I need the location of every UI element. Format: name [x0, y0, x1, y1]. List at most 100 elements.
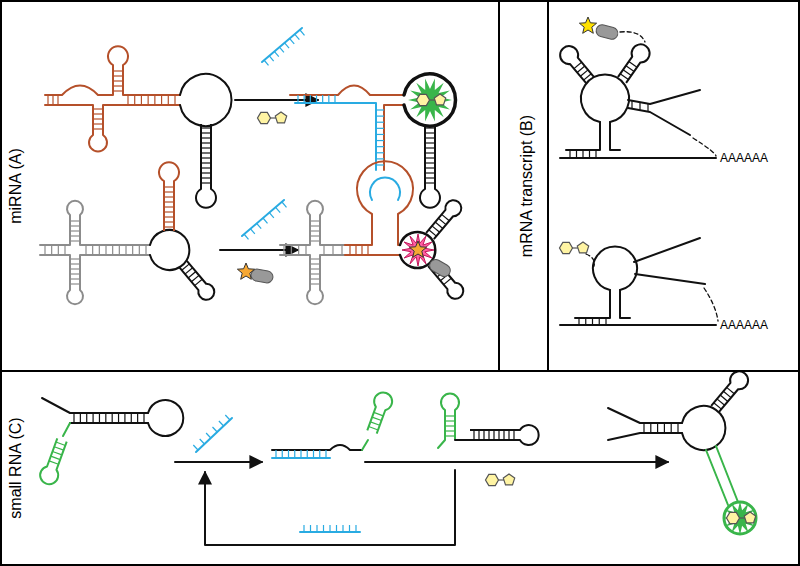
strand	[40, 244, 150, 246]
panel: mRNA transcript (B)	[498, 0, 800, 372]
hairpin-stem	[67, 201, 83, 245]
base-pair	[70, 278, 80, 279]
ligand	[258, 112, 287, 124]
hairpin	[307, 255, 323, 304]
panel: miRNA (A)	[0, 0, 500, 372]
base-pair	[148, 95, 149, 105]
base-pair	[319, 450, 320, 458]
base-pair	[134, 95, 135, 105]
base-pair	[478, 430, 479, 440]
strand	[610, 122, 620, 150]
base-pair	[269, 56, 274, 61]
base-pair	[279, 47, 284, 52]
base-pair	[131, 413, 132, 423]
hairpin-stem	[441, 394, 459, 440]
strand	[196, 418, 232, 452]
base-pair	[92, 245, 93, 255]
base-pair	[93, 123, 103, 124]
strand	[593, 247, 637, 290]
strand	[280, 244, 345, 246]
base-pair	[303, 525, 304, 532]
strand	[704, 288, 718, 321]
base-pair	[206, 433, 211, 438]
base-pair	[112, 413, 113, 423]
hairpin	[424, 197, 465, 241]
base-pair	[310, 225, 320, 226]
base-pair	[574, 62, 582, 68]
hairpin	[196, 124, 216, 208]
strand	[628, 90, 700, 104]
base-pair	[86, 413, 87, 423]
base-pair	[376, 116, 384, 117]
base-pair	[145, 245, 146, 255]
base-pair	[723, 391, 731, 397]
base-pair	[435, 222, 443, 228]
base-pair	[310, 95, 311, 103]
base-pair	[310, 525, 311, 532]
base-pair	[274, 51, 279, 56]
strand	[148, 400, 183, 436]
strand	[45, 104, 93, 106]
base-pair	[201, 132, 211, 133]
hairpin	[470, 425, 539, 445]
base-pair	[493, 430, 494, 440]
hairpin-stem	[615, 41, 654, 85]
base-pair	[127, 95, 128, 105]
base-pair	[370, 422, 379, 425]
base-pair	[93, 128, 103, 129]
hairpin-stem	[307, 201, 323, 245]
strand	[682, 406, 725, 450]
hairpin-stem	[38, 437, 71, 487]
hairpin	[615, 41, 654, 85]
base-pair	[70, 235, 80, 236]
hairpin-stem	[177, 259, 218, 303]
strand	[560, 324, 716, 326]
base-pair	[310, 240, 320, 241]
signal-ring	[724, 502, 756, 534]
hairpin-stem	[108, 46, 128, 95]
base-pair	[376, 134, 384, 135]
base-pair	[376, 152, 384, 153]
base-pair	[201, 127, 211, 128]
base-pair	[513, 430, 514, 440]
base-pair	[139, 245, 140, 255]
base-pair	[113, 90, 123, 91]
strand	[290, 86, 404, 96]
base-pair	[56, 442, 65, 445]
strand	[575, 290, 610, 318]
base-pair	[93, 113, 103, 114]
base-pair	[445, 415, 455, 416]
base-pair	[355, 245, 356, 255]
base-pair	[164, 191, 174, 192]
hairpin	[159, 162, 179, 231]
base-pair	[329, 525, 330, 532]
strand	[272, 445, 362, 450]
base-pair	[93, 118, 103, 119]
base-pair	[191, 275, 199, 281]
base-pair	[92, 413, 93, 423]
base-pair	[589, 150, 590, 158]
base-pair	[185, 268, 193, 274]
base-pair	[376, 164, 384, 165]
base-pair	[250, 229, 255, 234]
hairpin-stem	[364, 390, 395, 435]
base-pair	[323, 245, 324, 255]
base-pair	[584, 74, 592, 80]
base-pair	[322, 95, 323, 103]
base-pair	[473, 430, 474, 440]
strand	[693, 138, 716, 156]
base-pair	[425, 147, 435, 148]
strand	[150, 230, 189, 270]
base-pair	[285, 43, 290, 48]
fluorophore-star	[409, 241, 426, 257]
base-pair	[425, 137, 435, 138]
base-pair	[639, 103, 640, 111]
base-pair	[200, 439, 205, 444]
strand	[455, 439, 470, 441]
base-pair	[195, 279, 203, 285]
hairpin	[426, 258, 467, 302]
strand	[438, 440, 445, 448]
base-pair	[720, 395, 728, 401]
hairpin	[38, 437, 71, 487]
base-pair	[164, 186, 174, 187]
